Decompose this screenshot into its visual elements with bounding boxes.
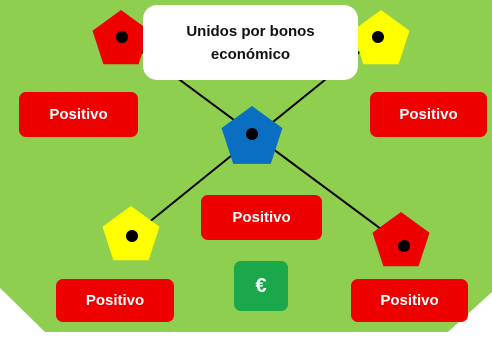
title-box: Unidos por bonos económico	[143, 5, 358, 80]
positive-label-right-lower: Positivo	[351, 279, 468, 322]
pentagon-blue-center-connector-dot	[246, 128, 258, 140]
pentagon-yellow-top-right-connector-dot	[372, 31, 384, 43]
title-line-2: económico	[210, 45, 291, 63]
positive-label-center: Positivo	[201, 195, 322, 240]
positive-label-right-upper: Positivo	[370, 92, 487, 137]
pentagon-red-bottom-right-connector-dot	[398, 240, 410, 252]
euro-icon: €	[234, 261, 288, 311]
pentagon-yellow-bottom-left-connector-dot	[126, 230, 138, 242]
pentagon-red-top-left-connector-dot	[116, 31, 128, 43]
pentagon-red-bottom-right	[372, 212, 430, 267]
positive-label-left-upper: Positivo	[19, 92, 138, 137]
title-line-1: Unidos por bonos	[186, 22, 315, 40]
positive-label-left-lower: Positivo	[56, 279, 174, 322]
